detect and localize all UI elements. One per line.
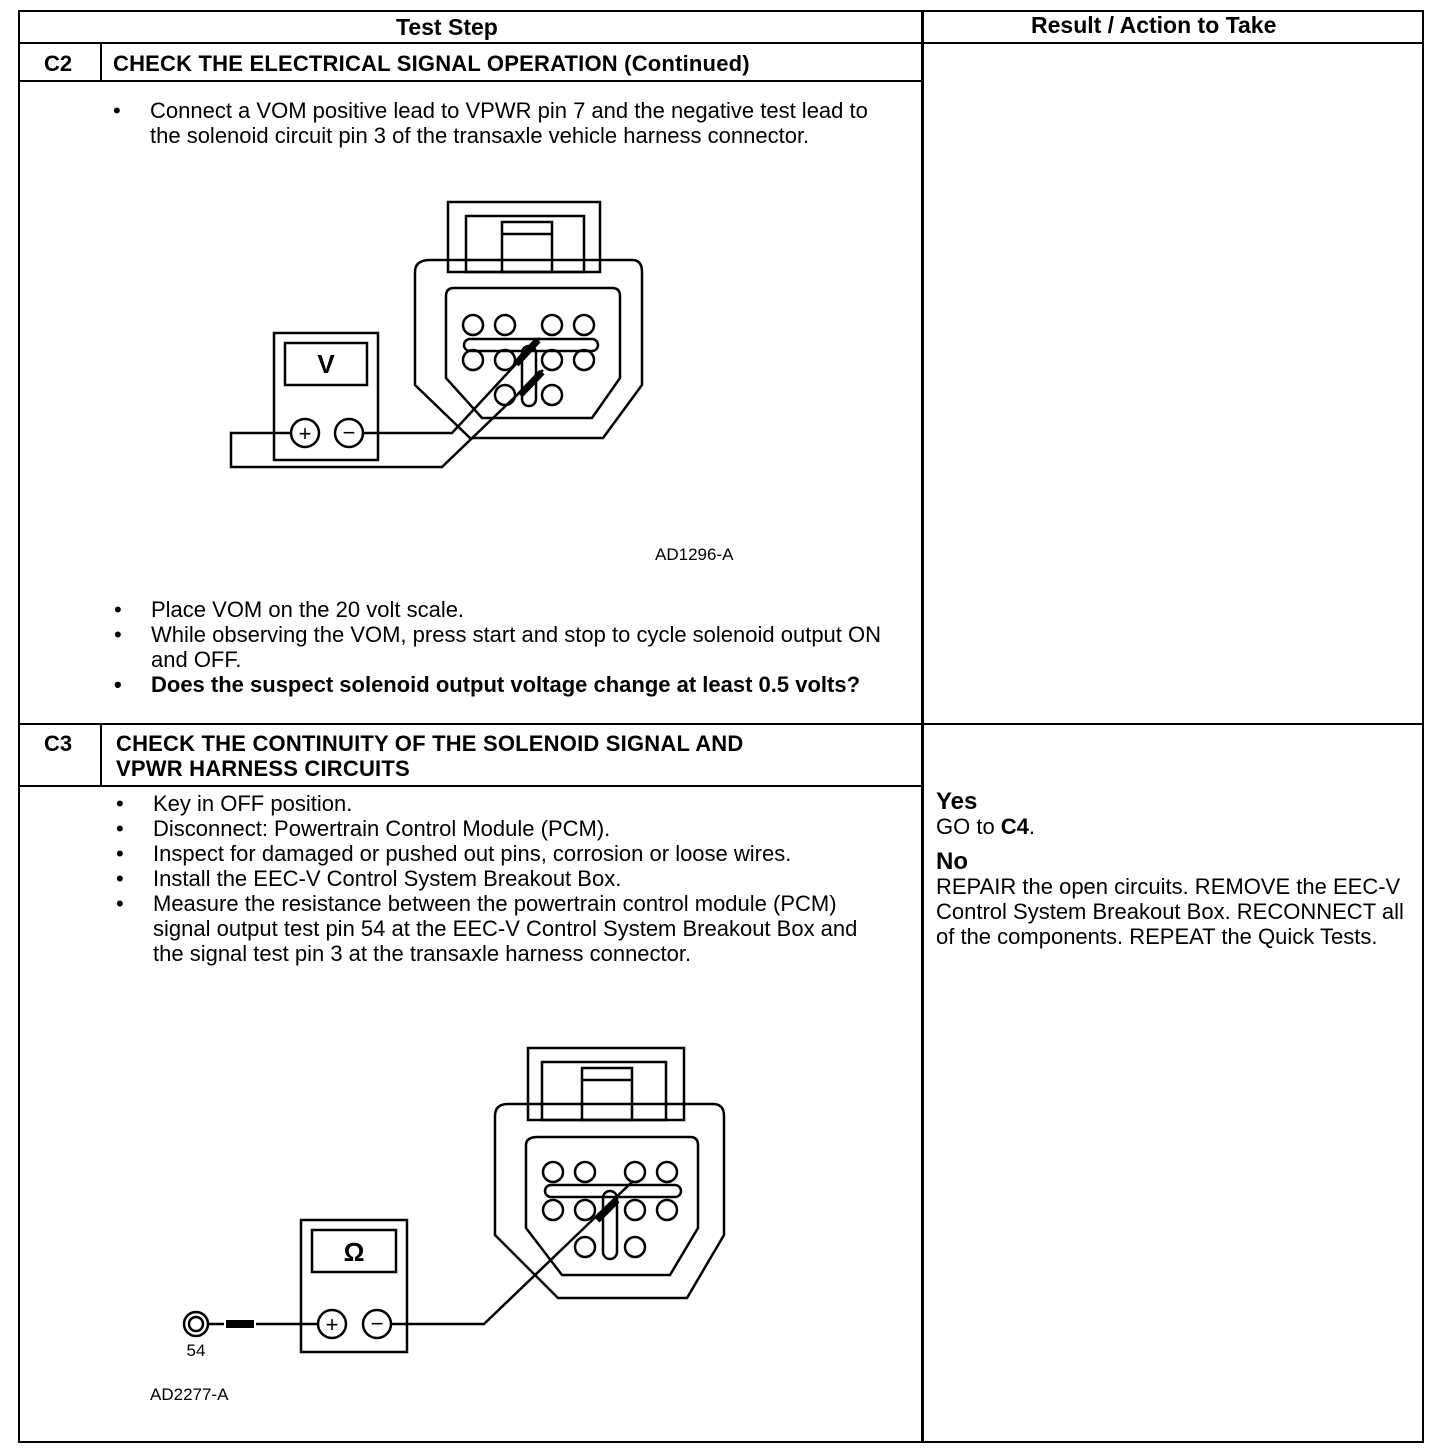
list-item: • Connect a VOM positive lead to VPWR pi… [113, 98, 890, 148]
c2-step-2-text: Place VOM on the 20 volt scale. [151, 597, 465, 622]
list-item: • Does the suspect solenoid output volta… [114, 672, 896, 697]
list-item: • Place VOM on the 20 volt scale. [114, 597, 896, 622]
c3-step-5-text: Measure the resistance between the power… [153, 891, 858, 966]
c3-steps: • Key in OFF position. • Disconnect: Pow… [116, 791, 888, 966]
c2-steps-bottom: • Place VOM on the 20 volt scale. • Whil… [114, 597, 896, 697]
bullet: • [114, 597, 122, 622]
c2-id-divider [100, 43, 102, 81]
yes-action-text: GO to [936, 814, 1001, 839]
list-item: • While observing the VOM, press start a… [114, 622, 896, 672]
c3-step-3-text: Inspect for damaged or pushed out pins, … [153, 841, 792, 866]
minus-symbol: − [371, 1311, 384, 1336]
c2-c3-row-divider [18, 723, 1424, 725]
c2-steps-top: • Connect a VOM positive lead to VPWR pi… [113, 98, 890, 148]
positive-lead [229, 369, 544, 469]
step-title-c3-line1: CHECK THE CONTINUITY OF THE SOLENOID SIG… [116, 731, 744, 756]
table-bottom-border [18, 1441, 1424, 1443]
bullet: • [116, 841, 124, 866]
minus-symbol: − [343, 420, 356, 445]
c2-figure-id: AD1296-A [655, 545, 734, 564]
list-item: • Disconnect: Powertrain Control Module … [116, 816, 888, 841]
table-top-border [18, 10, 1424, 12]
list-item: • Key in OFF position. [116, 791, 888, 816]
c3-id-divider [100, 724, 102, 786]
list-item: • Inspect for damaged or pushed out pins… [116, 841, 888, 866]
plus-symbol: + [326, 1312, 339, 1337]
voltmeter-display [283, 341, 369, 387]
c3-figure-id: AD2277-A [150, 1385, 229, 1404]
c3-step-2-text: Disconnect: Powertrain Control Module (P… [153, 816, 611, 841]
c3-step-4-text: Install the EEC-V Control System Breakou… [153, 866, 622, 891]
ohmmeter-body [299, 1218, 409, 1354]
c2-title-divider [18, 80, 922, 82]
bullet: • [116, 891, 124, 916]
bullet: • [116, 791, 124, 816]
header-row-divider [18, 42, 1424, 44]
step-id-c2: C2 [44, 51, 73, 76]
header-result-action: Result / Action to Take [1031, 12, 1277, 38]
connector-body [493, 1102, 726, 1300]
pin-54-label: 54 [187, 1341, 206, 1360]
table-right-border [1422, 10, 1424, 1443]
connector-latch [446, 200, 602, 274]
step-title-c2: CHECK THE ELECTRICAL SIGNAL OPERATION (C… [113, 51, 750, 76]
result-no-action: REPAIR the open circuits. REMOVE the EEC… [936, 874, 1404, 949]
bullet: • [116, 816, 124, 841]
header-test-step: Test Step [396, 14, 498, 40]
result-no-label: No [936, 848, 968, 875]
ohmmeter-display [310, 1228, 398, 1274]
yes-action-period: . [1028, 814, 1036, 839]
list-item: • Measure the resistance between the pow… [116, 891, 888, 966]
test-lead [391, 1181, 633, 1326]
c2-voltmeter-diagram: V + − [229, 200, 644, 469]
c3-result: Yes GO to C4. No REPAIR the open circuit… [936, 789, 1411, 949]
step-id-c3: C3 [44, 731, 73, 756]
plus-symbol: + [299, 421, 312, 446]
connector-latch [526, 1046, 686, 1122]
step-title-c3-line2: VPWR HARNESS CIRCUITS [116, 756, 410, 781]
ohmmeter-label: Ω [344, 1237, 365, 1267]
breakout-pin-54 [182, 1310, 210, 1338]
c2-step-4-text: Does the suspect solenoid output voltage… [151, 672, 861, 697]
c3-title-divider [18, 785, 922, 787]
voltmeter-label: V [317, 349, 335, 379]
voltmeter-body [272, 331, 380, 462]
result-yes-label: Yes [936, 788, 978, 815]
table-left-border [18, 10, 20, 1443]
bullet: • [114, 672, 122, 697]
column-divider [921, 10, 924, 1443]
c3-step-1-text: Key in OFF position. [153, 791, 353, 816]
c2-step-1-text: Connect a VOM positive lead to VPWR pin … [150, 98, 868, 148]
bullet: • [113, 98, 121, 123]
result-yes-action: GO to C4. [936, 814, 1411, 839]
list-item: • Install the EEC-V Control System Break… [116, 866, 888, 891]
bullet: • [116, 866, 124, 891]
yes-target-link: C4 [1000, 814, 1029, 839]
negative-lead [363, 337, 541, 435]
bullet: • [114, 622, 122, 647]
c3-ohmmeter-diagram: Ω + − 54 [182, 1046, 726, 1360]
connector-body [413, 258, 644, 440]
c2-step-3-text: While observing the VOM, press start and… [151, 622, 882, 672]
